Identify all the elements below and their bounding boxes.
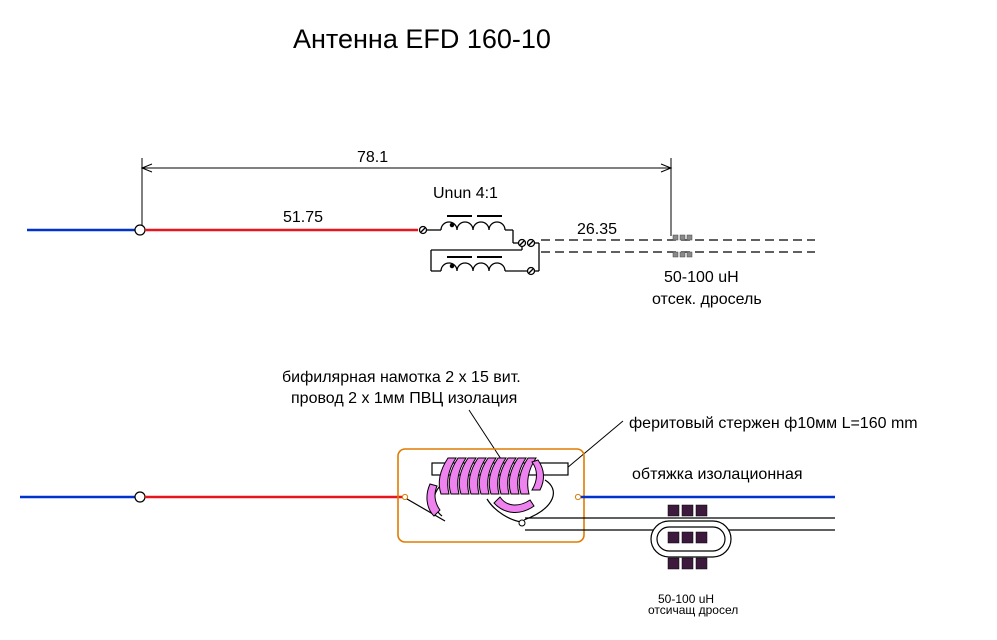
internal-wiring xyxy=(406,479,554,523)
bottom-diagram: бифилярная намотка 2 х 15 вит. провод 2 … xyxy=(20,369,918,617)
unun-schematic xyxy=(418,215,540,276)
winding-junction xyxy=(518,519,526,527)
rod-label: феритовый стержен ф10мм L=160 mm xyxy=(629,415,918,432)
winding-note-line2: провод 2 х 1мм ПВЦ изолация xyxy=(291,390,517,407)
top-choke-value: 50-100 uH xyxy=(664,269,739,286)
enclosure-terminal-left xyxy=(401,493,409,501)
top-choke-beads xyxy=(672,234,693,258)
unun-enclosure xyxy=(397,448,585,543)
enclosure-terminal-right xyxy=(574,493,582,501)
top-diagram: 78.1 51.75 Unun 4:1 xyxy=(27,149,815,308)
bottom-insulator xyxy=(134,491,146,503)
transformer-label: Unun 4:1 xyxy=(433,185,498,202)
top-choke-label: отсек. дросель xyxy=(652,291,762,308)
winding-leader-line xyxy=(468,409,504,463)
diagram-title: Антенна EFD 160-10 xyxy=(293,24,551,54)
top-insulator xyxy=(134,224,146,236)
rod-leader-line xyxy=(566,420,624,469)
coax-length-label: 26.35 xyxy=(577,221,617,238)
radiator-length-label: 51.75 xyxy=(283,209,323,226)
guy-label: обтяжка изолационная xyxy=(632,466,803,483)
total-length-label: 78.1 xyxy=(357,149,388,166)
bottom-choke-value: 50-100 uH xyxy=(658,592,714,606)
coax-feedline xyxy=(541,239,815,253)
bottom-choke-beads xyxy=(667,504,708,570)
winding-note-line1: бифилярная намотка 2 х 15 вит. xyxy=(282,369,521,386)
bifilar-winding xyxy=(426,457,544,517)
bottom-choke-label: отсичащ дросел xyxy=(648,603,738,617)
total-length-dimension xyxy=(140,158,673,236)
